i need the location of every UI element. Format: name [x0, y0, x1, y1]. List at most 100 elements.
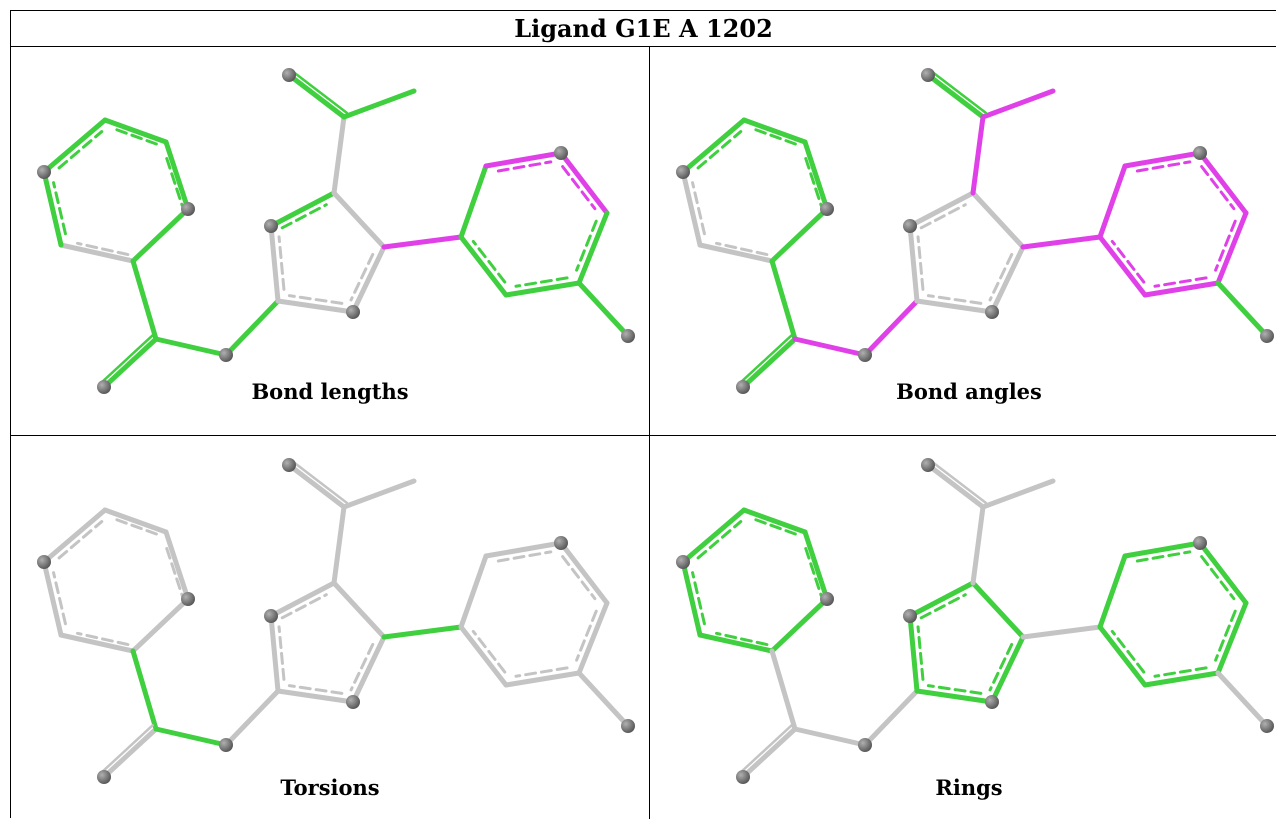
molecule-rings — [676, 458, 1274, 784]
bond-a4-b1 — [769, 648, 798, 732]
atom-a3 — [820, 592, 834, 606]
bond-e1-e2 — [458, 163, 489, 240]
panel-rings: Rings — [655, 439, 1276, 819]
bond-e5-f1 — [576, 670, 631, 729]
atom-a3 — [820, 202, 834, 216]
aromatic-c1-c2 — [277, 235, 286, 291]
bond-e3-e4 — [558, 150, 610, 216]
atom-a6 — [37, 165, 51, 179]
bond-e3-e4 — [1197, 150, 1249, 216]
bond-a6-a1 — [680, 507, 747, 565]
bond-c5-c1 — [275, 298, 356, 315]
aromatic-a4-a5 — [76, 241, 130, 257]
bond-a5-a6 — [41, 559, 64, 638]
bond-e5-e6 — [503, 670, 582, 688]
atom-f1 — [1260, 329, 1274, 343]
bond-c1-c2 — [907, 223, 920, 304]
double-d1-d2 — [929, 69, 988, 115]
bond-b3-c1 — [862, 298, 920, 358]
bond-e3-e4 — [1197, 540, 1249, 606]
aromatic-c4-c5 — [988, 642, 1014, 692]
bond-c4-e1 — [381, 234, 464, 250]
aromatic-a2-a3 — [804, 547, 823, 597]
aromatic-e2-e3 — [496, 160, 553, 173]
bond-e3-e4 — [558, 540, 610, 606]
aromatic-a5-a6 — [52, 571, 67, 626]
bond-e5-f1 — [1215, 280, 1270, 339]
bond-a3-a4 — [130, 206, 191, 264]
aromatic-e4-e5 — [1214, 609, 1237, 662]
aromatic-a1-a2 — [115, 518, 162, 537]
aromatic-a5-a6 — [691, 181, 706, 236]
bond-c3-d1 — [331, 504, 347, 586]
bond-a4-a5 — [58, 242, 136, 264]
aromatic-c4-c5 — [349, 642, 375, 692]
bond-e1-e2 — [1097, 553, 1128, 630]
bond-d1-d3 — [980, 478, 1056, 510]
atom-e3 — [554, 536, 568, 550]
bond-c4-c5 — [350, 244, 387, 315]
atom-b3 — [858, 348, 872, 362]
bond-b1-b2 — [101, 336, 159, 390]
bond-c1-c2 — [268, 223, 281, 304]
bond-c3-d1 — [331, 114, 347, 196]
bond-c4-c5 — [989, 244, 1026, 315]
aromatic-e6-e1 — [1110, 629, 1146, 674]
aromatic-a4-a5 — [715, 241, 769, 257]
atom-e3 — [554, 146, 568, 160]
aromatic-c5-c1 — [287, 684, 344, 695]
atom-b2 — [97, 770, 111, 784]
double-d1-d2 — [290, 459, 349, 505]
bond-e5-e6 — [1142, 670, 1221, 688]
bond-a1-a2 — [741, 507, 808, 535]
aromatic-a6-a1 — [57, 130, 104, 170]
bond-b1-b2 — [101, 726, 159, 780]
caption-bond-lengths: Bond lengths — [251, 379, 409, 404]
aromatic-e5-e6 — [1153, 666, 1208, 678]
bond-a4-b1 — [130, 258, 159, 342]
aromatic-e2-e3 — [1135, 160, 1192, 173]
aromatic-a2-a3 — [165, 547, 184, 597]
aromatic-c2-c3 — [280, 593, 328, 620]
bond-c2-c3 — [907, 190, 976, 229]
aromatic-e6-e1 — [471, 239, 507, 284]
aromatic-c1-c2 — [916, 235, 925, 291]
aromatic-c5-c1 — [926, 684, 983, 695]
atom-d2 — [282, 458, 296, 472]
bond-d1-d2 — [286, 72, 347, 120]
bond-c5-c1 — [914, 298, 995, 315]
bond-e4-e5 — [576, 600, 610, 676]
bond-e2-e3 — [483, 150, 564, 169]
bond-c5-c1 — [275, 688, 356, 705]
bond-a5-a6 — [680, 559, 703, 638]
bond-e1-e2 — [458, 553, 489, 630]
bond-b3-c1 — [223, 688, 281, 748]
aromatic-a1-a2 — [754, 518, 801, 537]
bond-a4-a5 — [697, 632, 775, 654]
aromatic-e3-e4 — [561, 165, 597, 211]
bond-e2-e3 — [1122, 540, 1203, 559]
double-b1-b2 — [99, 334, 154, 385]
aromatic-e4-e5 — [1214, 219, 1237, 272]
atom-c2 — [264, 609, 278, 623]
atom-b3 — [858, 738, 872, 752]
bond-b1-b2 — [740, 726, 798, 780]
bond-c3-c4 — [970, 580, 1026, 640]
vertical-divider — [649, 47, 650, 819]
atom-d2 — [921, 68, 935, 82]
bond-a6-a1 — [680, 117, 747, 175]
bond-e6-e1 — [1097, 234, 1148, 298]
atom-c5 — [985, 305, 999, 319]
caption-torsions: Torsions — [280, 775, 380, 800]
bond-a4-a5 — [697, 242, 775, 264]
bond-a4-a5 — [58, 632, 136, 654]
bond-a2-a3 — [802, 139, 830, 212]
atom-b3 — [219, 738, 233, 752]
atom-a6 — [676, 555, 690, 569]
panel-bond-lengths: Bond lengths — [16, 49, 644, 429]
bond-c2-c3 — [268, 580, 337, 619]
bond-a2-a3 — [163, 529, 191, 602]
aromatic-e3-e4 — [561, 555, 597, 601]
atom-b2 — [97, 380, 111, 394]
aromatic-c5-c1 — [926, 294, 983, 305]
